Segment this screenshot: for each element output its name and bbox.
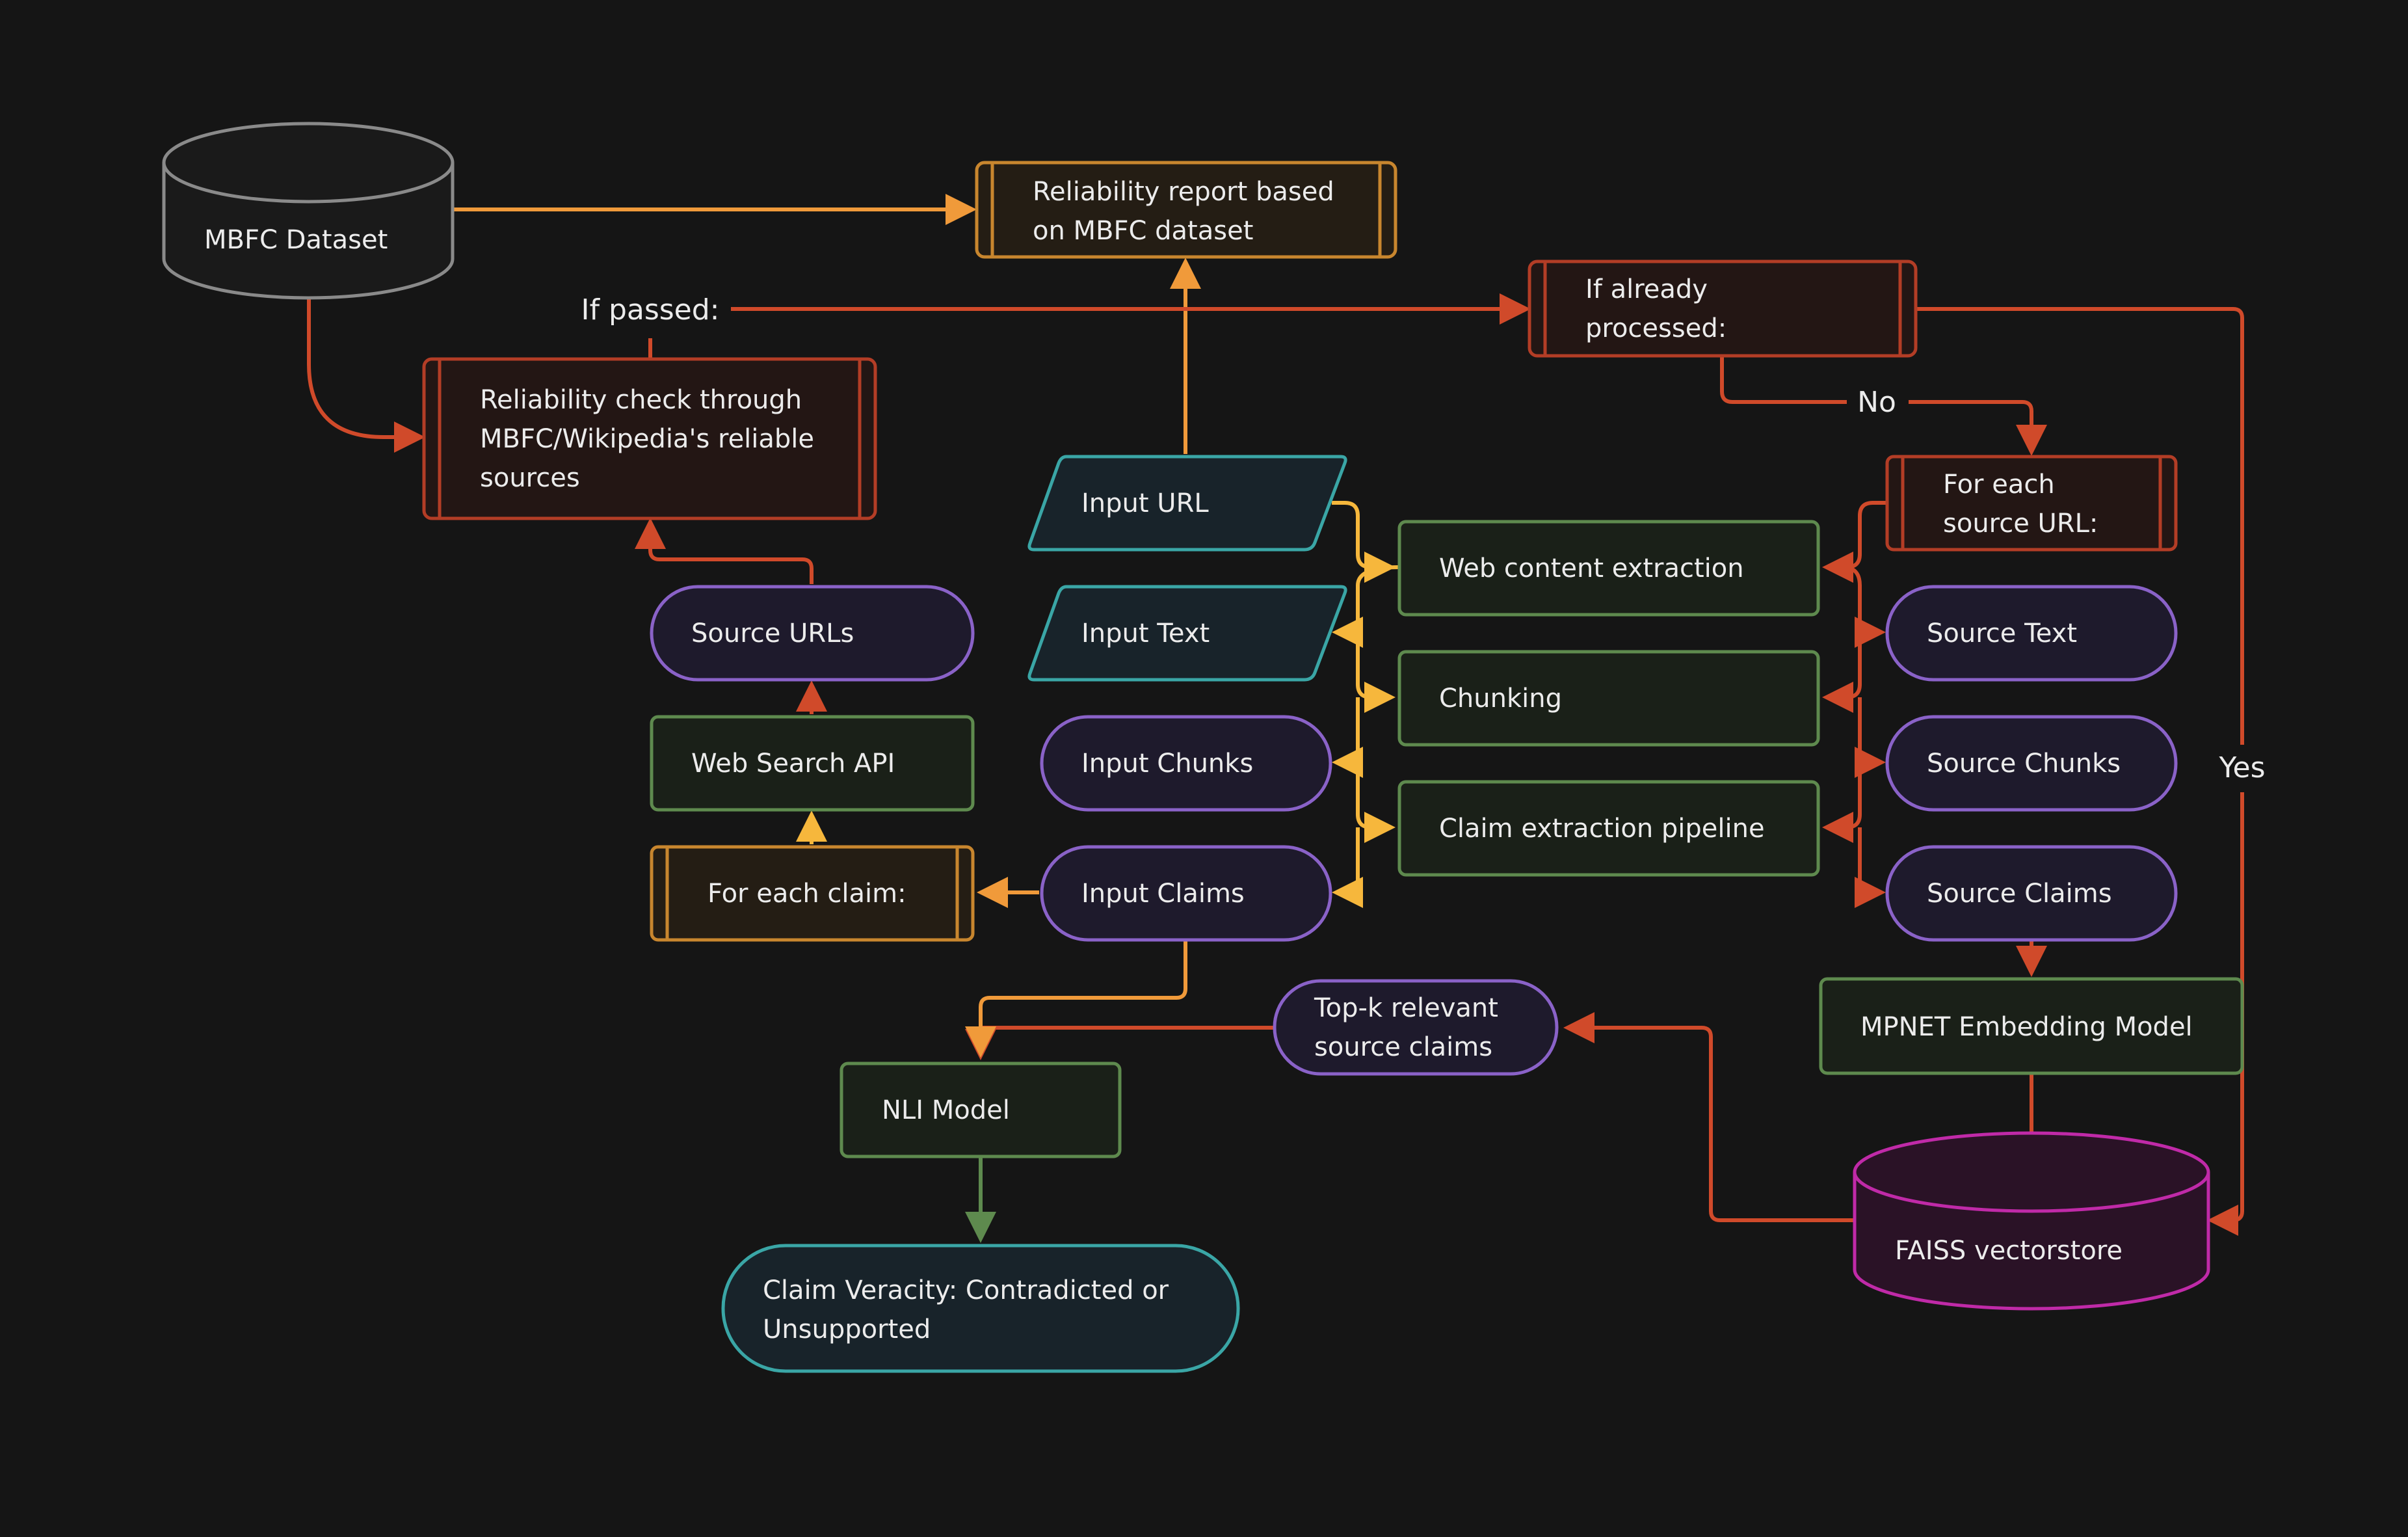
edges	[307, 194, 2244, 1243]
source-urls-label: Source URLs	[691, 619, 854, 648]
edge-claims-to-nli	[965, 941, 1187, 1058]
input-claims-node: Input Claims	[1040, 845, 1332, 942]
faiss-node: FAISS vectorstore	[1853, 1131, 2210, 1311]
mpnet-node: MPNET Embedding Model	[1819, 977, 2244, 1075]
if-passed-label: If passed:	[581, 293, 719, 327]
source-chunks-node: Source Chunks	[1885, 715, 2178, 812]
input-url-label: Input URL	[1081, 488, 1209, 518]
veracity-line1: Claim Veracity: Contradicted or	[763, 1276, 1169, 1305]
edge-url-to-webcontent	[1332, 501, 1396, 583]
claim-extraction-node: Claim extraction pipeline	[1397, 780, 1820, 877]
edge-mbfc-to-check	[307, 298, 425, 453]
input-text-label: Input Text	[1081, 619, 1210, 648]
chunking-node: Chunking	[1397, 650, 1820, 747]
faiss-label: FAISS vectorstore	[1895, 1236, 2123, 1266]
edge-sourcechunks-to-claimext	[1822, 762, 1862, 843]
topk-line1: Top-k relevant	[1314, 993, 1498, 1023]
reliability-report-line1: Reliability report based	[1033, 177, 1334, 207]
input-chunks-label: Input Chunks	[1081, 749, 1253, 779]
edge-chunks-to-claimext	[1356, 762, 1396, 843]
edge-labels: If passed: No Yes	[566, 286, 2272, 791]
edge-claimext-to-sourceclaims	[1855, 827, 1886, 908]
edge-text-to-chunking	[1356, 632, 1396, 713]
edge-sourcetext-to-chunking	[1822, 632, 1862, 713]
edge-faiss-to-topk	[1563, 1012, 1855, 1222]
input-claims-label: Input Claims	[1081, 879, 1245, 909]
input-text-node: Input Text	[1027, 585, 1347, 682]
claim-extraction-label: Claim extraction pipeline	[1439, 814, 1765, 844]
for-each-claim-node: For each claim:	[650, 845, 975, 942]
if-already-processed-node: If already processed:	[1528, 260, 1918, 358]
source-text-node: Source Text	[1885, 585, 2178, 682]
veracity-line2: Unsupported	[763, 1315, 931, 1344]
input-chunks-node: Input Chunks	[1040, 715, 1332, 812]
yes-label: Yes	[2218, 751, 2265, 784]
web-content-extraction-node: Web content extraction	[1397, 520, 1820, 617]
source-text-label: Source Text	[1927, 619, 2077, 648]
source-chunks-label: Source Chunks	[1927, 749, 2121, 779]
reliability-check-line3: sources	[480, 463, 580, 493]
reliability-check-line1: Reliability check through	[480, 385, 802, 415]
edge-sourceurls-to-check	[635, 518, 814, 584]
web-content-extraction-label: Web content extraction	[1439, 554, 1744, 583]
edge-chunking-to-chunks	[1332, 697, 1363, 778]
edge-processed-yes-top	[1917, 307, 2244, 745]
reliability-report-line2: on MBFC dataset	[1033, 216, 1253, 246]
edge-topk-to-nli	[965, 1026, 1273, 1060]
topk-line2: source claims	[1314, 1032, 1492, 1062]
reliability-report-node: Reliability report based on MBFC dataset	[975, 161, 1397, 259]
input-url-node: Input URL	[1027, 455, 1347, 552]
source-urls-node: Source URLs	[650, 585, 975, 682]
nli-node: NLI Model	[840, 1062, 1122, 1158]
web-search-api-node: Web Search API	[650, 715, 975, 812]
reliability-check-node: Reliability check through MBFC/Wikipedia…	[422, 357, 877, 520]
topk-node: Top-k relevant source claims	[1273, 979, 1559, 1076]
mbfc-dataset-node: MBFC Dataset	[162, 122, 455, 300]
chunking-label: Chunking	[1439, 684, 1562, 714]
mbfc-dataset-label: MBFC Dataset	[204, 225, 388, 255]
for-each-source-url-line2: source URL:	[1943, 509, 2098, 539]
edge-claimext-to-claims	[1332, 827, 1363, 908]
edge-chunking-to-sourcechunks	[1855, 697, 1886, 778]
if-already-processed-line1: If already	[1585, 274, 1708, 304]
veracity-node: Claim Veracity: Contradicted or Unsuppor…	[721, 1244, 1240, 1373]
no-label: No	[1857, 386, 1896, 419]
source-claims-label: Source Claims	[1927, 879, 2112, 909]
for-each-claim-label: For each claim:	[708, 879, 906, 909]
reliability-check-line2: MBFC/Wikipedia's reliable	[480, 424, 814, 454]
for-each-source-url-line1: For each	[1943, 470, 2055, 500]
edge-webcontent-to-sourcetext	[1842, 565, 1886, 648]
edge-processed-no	[1720, 355, 1847, 404]
edge-webcontent-to-text	[1332, 565, 1399, 648]
for-each-source-url-node: For each source URL:	[1885, 455, 2178, 552]
web-search-api-label: Web Search API	[691, 749, 895, 779]
edge-yes-to-faiss	[2207, 792, 2244, 1236]
nli-label: NLI Model	[882, 1095, 1010, 1125]
mpnet-label: MPNET Embedding Model	[1860, 1012, 2193, 1042]
if-already-processed-line2: processed:	[1585, 314, 1727, 343]
source-claims-node: Source Claims	[1885, 845, 2178, 942]
edge-foreach-to-webcontent	[1822, 501, 1888, 583]
edge-no-to-foreach	[1909, 400, 2047, 456]
